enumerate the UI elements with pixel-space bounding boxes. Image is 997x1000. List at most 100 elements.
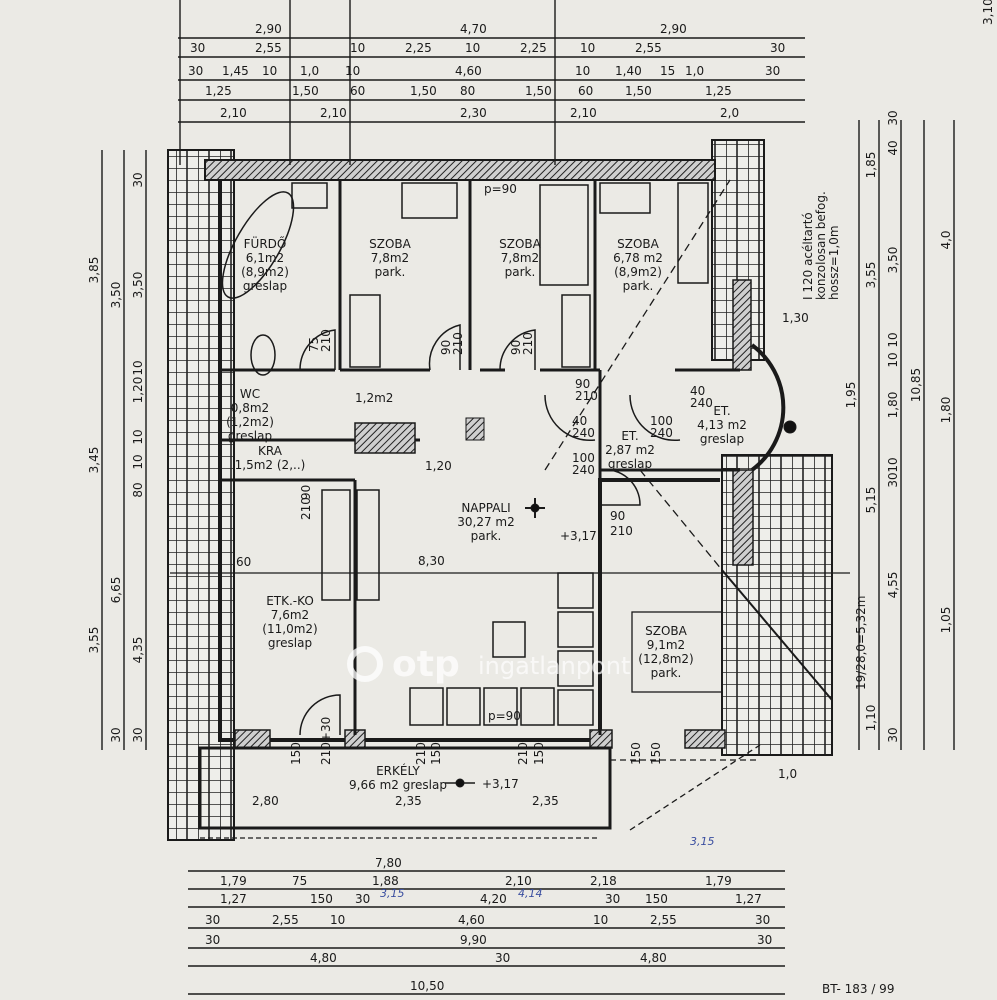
dimension-label: 10,50	[410, 979, 444, 993]
room-label: 0,8m2	[231, 401, 269, 415]
dimension-label: 1,27	[735, 892, 762, 906]
dimension-label: 10,85	[909, 368, 923, 402]
dimension-label: 30	[886, 110, 900, 125]
room-label: greslap	[228, 429, 272, 443]
room-label: 4,13 m2	[697, 418, 747, 432]
stair-note: 19/28,0=5,32m	[854, 596, 868, 691]
dimension-label: 5,15	[864, 487, 878, 514]
dimension-label: 1,40	[615, 64, 642, 78]
dimension-label: 1,05	[939, 607, 953, 634]
door-dimension: 210	[610, 524, 633, 538]
watermark-text: ingatlanpont	[478, 652, 630, 680]
door-dimension: 90	[439, 340, 453, 355]
door-dimension: 150	[629, 742, 643, 765]
dimension-label: 4,60	[455, 64, 482, 78]
dimension-label: 2,90	[660, 22, 687, 36]
room-label: 6,1m2	[246, 251, 284, 265]
room-label: SZOBA	[617, 237, 660, 251]
dimension-label: 1,25	[205, 84, 232, 98]
dimension-label: 30	[131, 172, 145, 187]
dimension-label: 10	[465, 41, 480, 55]
dimension-label: 4,20	[480, 892, 507, 906]
dimension-label: 3,55	[864, 262, 878, 289]
dimension-label: 10	[330, 913, 345, 927]
plan-annotation: 2,80	[252, 794, 279, 808]
dimension-label: 1,0	[685, 64, 704, 78]
dimension-label: 3,50	[131, 272, 145, 299]
dimension-label: 10	[580, 41, 595, 55]
dimension-label: 1,50	[525, 84, 552, 98]
room-label: park.	[651, 666, 682, 680]
dimension-label: 2,10	[320, 106, 347, 120]
door-dimension: 210	[516, 742, 530, 765]
beam-note: hossz=1,0m	[827, 225, 841, 300]
door-dimension: 90	[575, 377, 590, 391]
room-label: 7,8m2	[501, 251, 539, 265]
dimension-label: 10	[131, 454, 145, 469]
dimension-label: 4,70	[460, 22, 487, 36]
dimension-label: 3,50	[109, 282, 123, 309]
room-label: ERKÉLY	[376, 763, 420, 778]
room-label: park.	[471, 529, 502, 543]
left-stair-strip	[167, 149, 235, 841]
dimension-label: 1,85	[864, 152, 878, 179]
plan-annotation: 2,35	[395, 794, 422, 808]
door-dimension: 240	[650, 426, 673, 440]
door-dimension: 210	[575, 389, 598, 403]
room-label: 7,8m2	[371, 251, 409, 265]
room-label: greslap	[608, 457, 652, 471]
drawing-code: BT- 183 / 99	[822, 982, 894, 996]
beam-note: I 120 acéltartó	[801, 212, 815, 300]
dimension-label: 1,79	[220, 874, 247, 888]
dimension-label: 1,10	[864, 705, 878, 732]
dimension-label: 10	[593, 913, 608, 927]
dimension-label: 3,15	[690, 835, 715, 848]
dimension-label: 80	[460, 84, 475, 98]
room-label: (1,2m2)	[226, 415, 274, 429]
door-dimension: 100	[650, 414, 673, 428]
top-wall	[204, 159, 716, 181]
dimension-label: 2,55	[272, 913, 299, 927]
dimension-label: 4,80	[640, 951, 667, 965]
dimension-label: 1,27	[220, 892, 247, 906]
door-dimension: 210	[451, 332, 465, 355]
room-label: 9,1m2	[647, 638, 685, 652]
dimension-label: 10	[886, 457, 900, 472]
room-label: greslap	[268, 636, 312, 650]
room-label: WC	[240, 387, 260, 401]
room-label: 6,78 m2	[613, 251, 663, 265]
dimension-label: 2,55	[650, 913, 677, 927]
plan-annotation: p=90	[484, 182, 517, 196]
plan-annotation: 8,30	[418, 554, 445, 568]
room-label: 30,27 m2	[457, 515, 515, 529]
dimension-label: 10	[575, 64, 590, 78]
room-label: KRA	[258, 444, 283, 458]
dimension-label: 10	[345, 64, 360, 78]
dimension-label: 6,65	[109, 577, 123, 604]
dimension-label: 30	[886, 472, 900, 487]
watermark-logo: otp	[392, 644, 460, 685]
door-dimension: 75	[307, 337, 321, 352]
watermark-logo-icon	[347, 646, 383, 682]
dimension-label: 3,50	[886, 247, 900, 274]
dimension-label: 3,55	[87, 627, 101, 654]
dimension-label: 2,10	[570, 106, 597, 120]
plan-annotation: 1,30	[782, 311, 809, 325]
dimension-label: 30	[205, 913, 220, 927]
door-dimension: 240	[690, 396, 713, 410]
room-label: (8,9m2)	[241, 265, 289, 279]
door-dimension: 90	[299, 485, 313, 500]
door-dimension: 90	[610, 509, 625, 523]
dimension-label: 1,0	[300, 64, 319, 78]
room-label: park.	[375, 265, 406, 279]
plan-annotation: 1,20	[425, 459, 452, 473]
dimension-label: 2,90	[255, 22, 282, 36]
door-dimension: 150	[429, 742, 443, 765]
dimension-label: 30	[109, 727, 123, 742]
dimension-label: 30	[765, 64, 780, 78]
plan-annotation: 1,2m2	[355, 391, 393, 405]
dimension-label: 2,55	[635, 41, 662, 55]
dimension-label: 1,20	[131, 377, 145, 404]
